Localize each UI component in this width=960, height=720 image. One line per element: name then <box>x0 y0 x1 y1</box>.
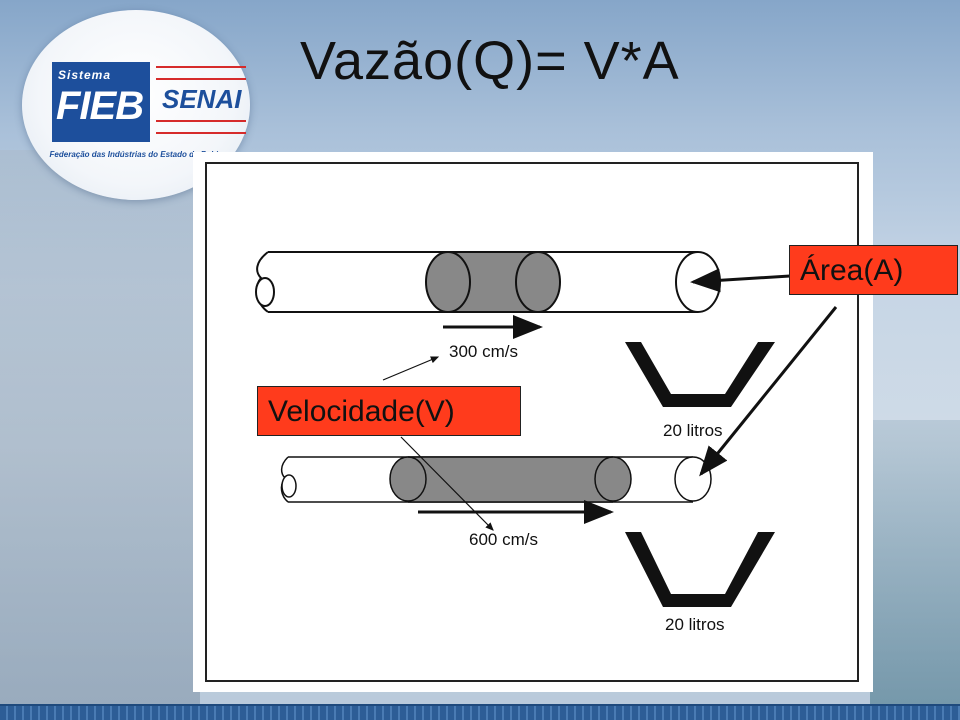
bottom-volume-label: 20 litros <box>665 615 725 634</box>
area-arrow-top <box>690 268 791 293</box>
pointer-to-top-speed <box>382 356 440 381</box>
logo-fieb-box: Sistema FIEB <box>52 62 150 142</box>
velocidade-label: Velocidade(V) <box>257 386 521 436</box>
flow-diagram: 300 cm/s 20 litros 600 cm/s 20 litros <box>255 251 838 634</box>
background-building-right <box>870 420 960 710</box>
fieb-senai-logo: Sistema FIEB SENAI Federação das Indústr… <box>22 10 250 200</box>
logo-red-line <box>156 78 246 80</box>
bottom-fluid-slug <box>389 456 632 503</box>
bottom-speed-label: 600 cm/s <box>469 530 538 549</box>
top-fluid-slug <box>425 251 561 313</box>
slide-title: Vazão(Q)= V*A <box>300 31 680 91</box>
diagram-frame <box>205 162 859 682</box>
logo-caption: Federação das Indústrias do Estado da Ba… <box>49 150 223 159</box>
area-arrow-bottom <box>699 306 838 477</box>
logo-red-line <box>156 120 246 122</box>
background-building-left <box>0 150 200 710</box>
logo-red-line <box>156 132 246 134</box>
pointer-to-bottom-speed <box>400 436 494 531</box>
logo-senai-text: SENAI <box>162 84 242 114</box>
logo-red-line <box>156 66 246 68</box>
area-label: Área(A) <box>789 245 958 295</box>
logo-fieb-text: FIEB <box>56 84 144 128</box>
top-bucket <box>625 342 775 407</box>
top-speed-label: 300 cm/s <box>449 342 518 361</box>
bottom-decorative-bar <box>0 704 960 720</box>
top-volume-label: 20 litros <box>663 421 723 440</box>
bottom-bucket <box>625 532 775 607</box>
logo-sistema-text: Sistema <box>58 68 112 82</box>
